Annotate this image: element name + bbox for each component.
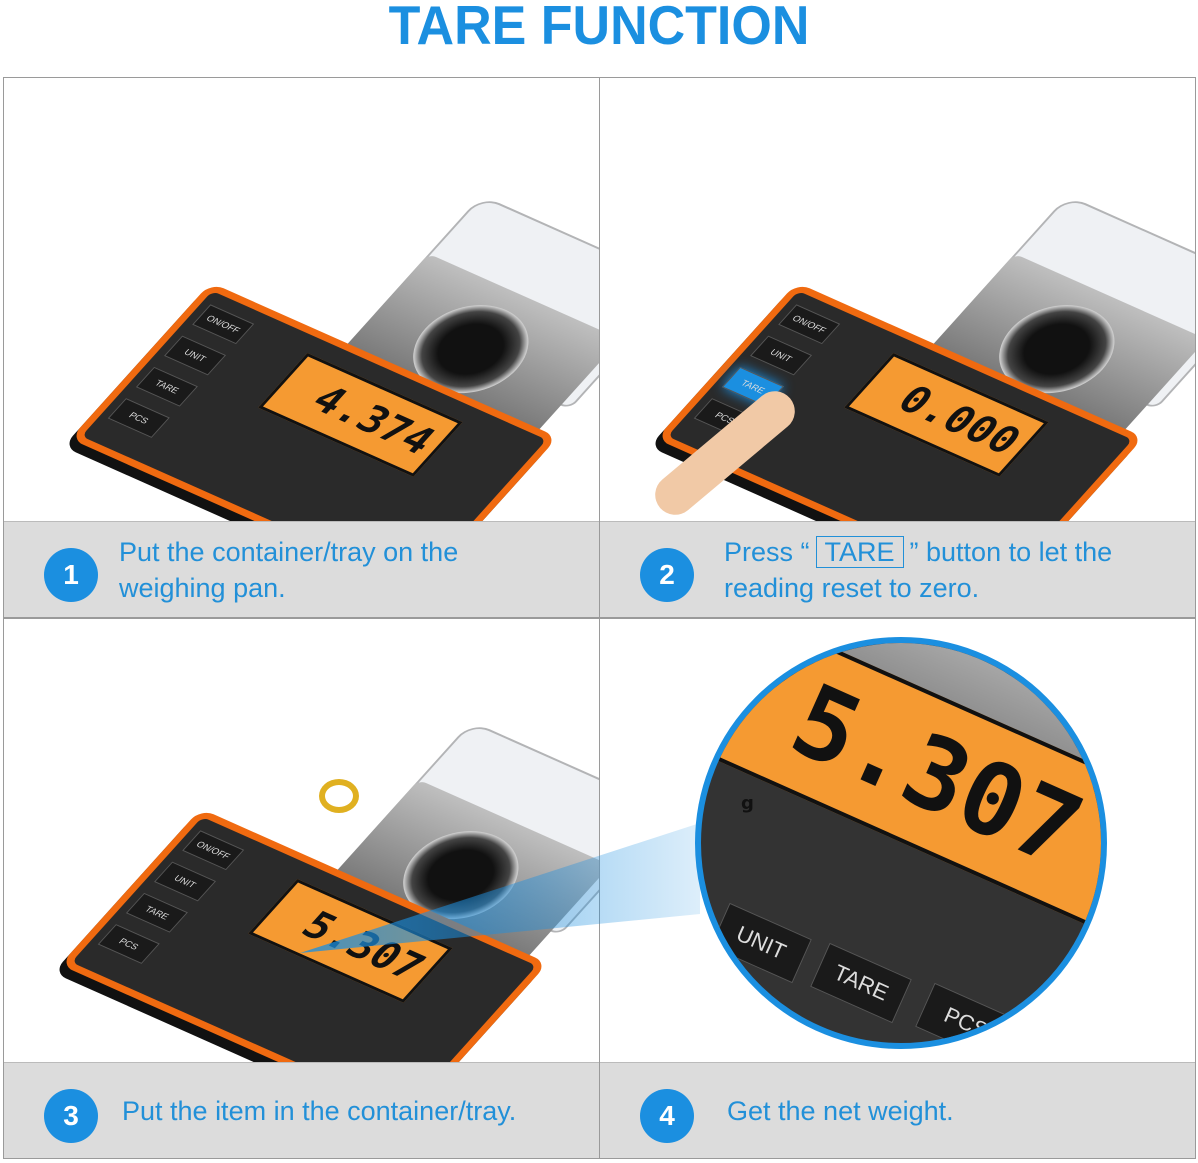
step-panel-1: 4.374 ON/OFF UNIT TARE PCS 1 Put the con… (3, 77, 600, 618)
step-number-badge: 1 (44, 548, 98, 602)
caption-line-2: reading reset to zero. (724, 573, 980, 603)
gold-ring-icon (319, 779, 359, 813)
caption-3: 3 Put the item in the container/tray. (4, 1062, 599, 1158)
caption-text: Press “TARE” button to let the reading re… (724, 534, 1112, 606)
step-number-badge: 4 (640, 1089, 694, 1143)
caption-text: Put the container/tray on the weighing pa… (119, 534, 458, 606)
caption-text-before: Press “ (724, 537, 810, 567)
page-title: TARE FUNCTION (388, 0, 810, 57)
caption-text-after: ” button to let the (909, 537, 1113, 567)
tare-label-box: TARE (815, 536, 904, 568)
magnified-pcs-button: PCS (915, 982, 1017, 1043)
caption-line-2: weighing pan. (119, 573, 286, 603)
caption-1: 1 Put the container/tray on the weighing … (4, 521, 599, 617)
caption-line-1: Put the container/tray on the (119, 537, 459, 567)
magnified-display-circle: 5.307 g UNIT TARE PCS (695, 637, 1107, 1049)
caption-text: Put the item in the container/tray. (122, 1096, 517, 1126)
step-panel-2: 0.000 ON/OFF UNIT TARE PCS 2 Press “TARE… (599, 77, 1196, 618)
caption-4: 4 Get the net weight. (600, 1062, 1195, 1158)
step-number-badge: 3 (44, 1089, 98, 1143)
unit-label: g (741, 793, 754, 814)
caption-text: Get the net weight. (727, 1096, 954, 1126)
caption-2: 2 Press “TARE” button to let the reading … (600, 521, 1195, 617)
step-number-badge: 2 (640, 548, 694, 602)
magnified-tare-button: TARE (810, 942, 912, 1024)
